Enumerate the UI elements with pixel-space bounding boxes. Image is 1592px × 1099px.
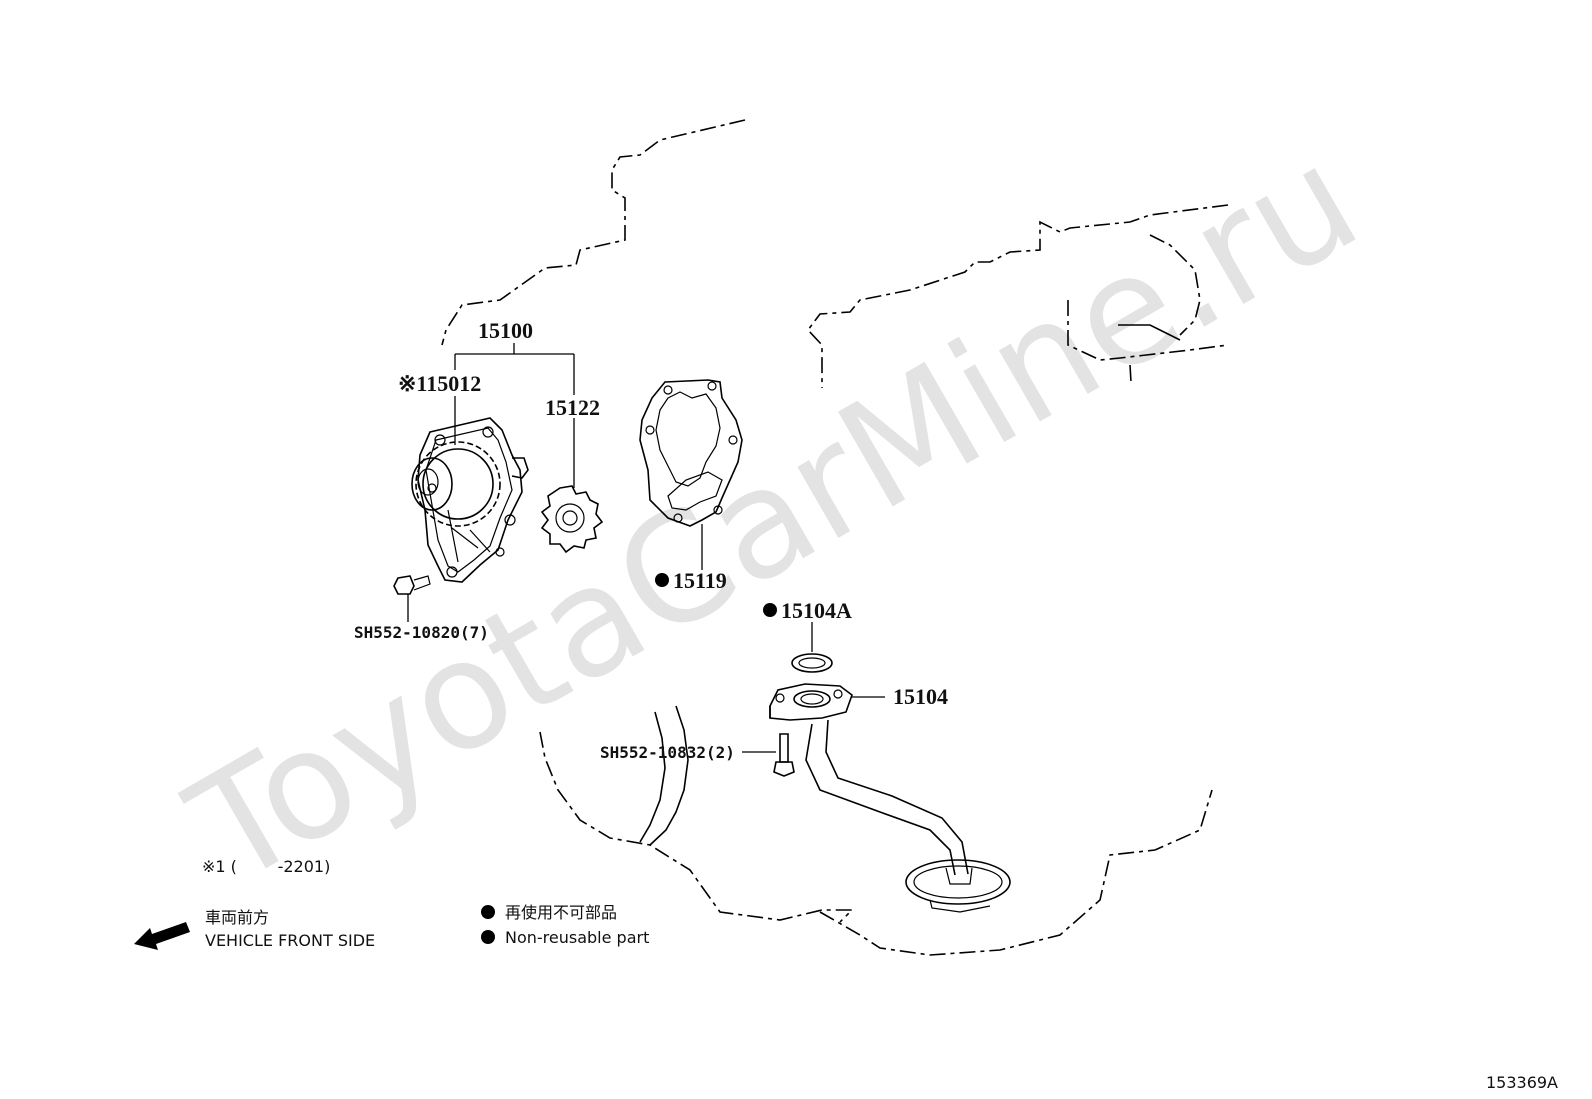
engine-outline xyxy=(441,119,1229,956)
legend: ※1 ( -2201) 車両前方 VEHICLE FRONT SIDE 再使用不… xyxy=(134,857,649,950)
legend-nonreuse-jp: 再使用不可部品 xyxy=(505,903,617,922)
front-arrow-icon xyxy=(134,922,190,950)
nonreusable-dot-icon xyxy=(763,603,777,617)
label-assembly-15100: 15100 xyxy=(478,318,533,343)
legend-nonreuse-en: Non-reusable part xyxy=(505,928,649,947)
oil-pump-body xyxy=(411,417,529,583)
nonreusable-dot-icon xyxy=(655,573,669,587)
legend-note: ※1 ( -2201) xyxy=(202,857,330,876)
oil-strainer xyxy=(769,683,1011,913)
label-bolt-sh552-10820: SH552-10820(7) xyxy=(354,623,489,642)
nonreusable-dot-icon xyxy=(481,905,495,919)
legend-direction-jp: 車両前方 xyxy=(205,908,269,927)
label-pump-15012: ※115012 xyxy=(398,371,481,396)
pump-bolt xyxy=(393,575,431,622)
legend-direction-en: VEHICLE FRONT SIDE xyxy=(205,931,375,950)
strainer-oring xyxy=(791,622,833,673)
diagram-code: 153369A xyxy=(1486,1073,1558,1092)
watermark: ToyotaCarMine.ru xyxy=(163,113,1386,919)
label-rotor-15122: 15122 xyxy=(545,395,600,420)
label-strainer-15104: 15104 xyxy=(893,684,948,709)
pump-gasket xyxy=(639,379,743,570)
assembly-bracket xyxy=(454,343,575,488)
oil-pump-rotor xyxy=(540,485,604,554)
label-gasket-15119: 15119 xyxy=(673,568,727,593)
label-bolt-sh552-10832: SH552-10832(2) xyxy=(600,743,735,762)
label-oring-15104a: 15104A xyxy=(781,598,852,623)
strainer-bolt xyxy=(742,733,795,777)
watermark-text: ToyotaCarMine.ru xyxy=(163,113,1386,919)
nonreusable-dot-icon xyxy=(481,930,495,944)
